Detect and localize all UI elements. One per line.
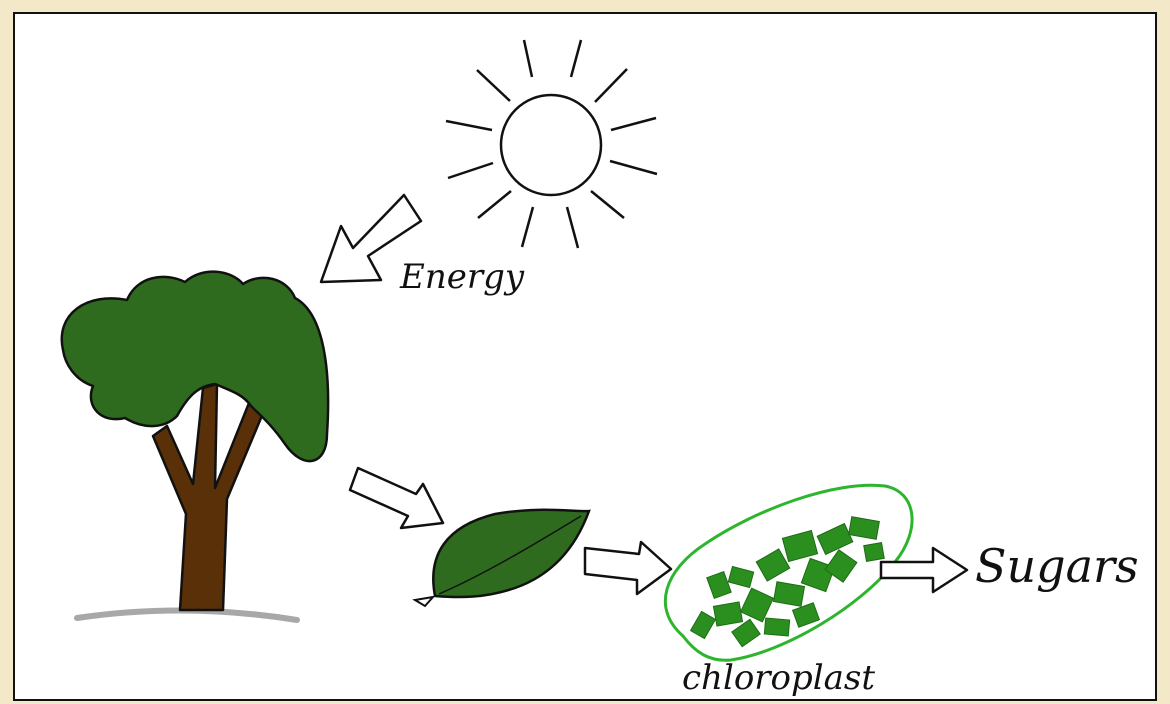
ground-line [77,610,297,620]
energy-label: Energy [399,257,525,297]
sugars-label: Sugars [975,539,1139,593]
chloroplast-label: chloroplast [682,658,875,698]
tree-foliage-icon [62,272,328,461]
diagram-panel: Energy [13,12,1157,701]
tree-to-leaf-arrow-icon [350,468,443,528]
photosynthesis-diagram: Energy [15,14,1155,699]
sun-icon [446,40,657,248]
chloroplast-icon [665,485,912,660]
leaf-to-chloroplast-arrow-icon [585,542,671,594]
